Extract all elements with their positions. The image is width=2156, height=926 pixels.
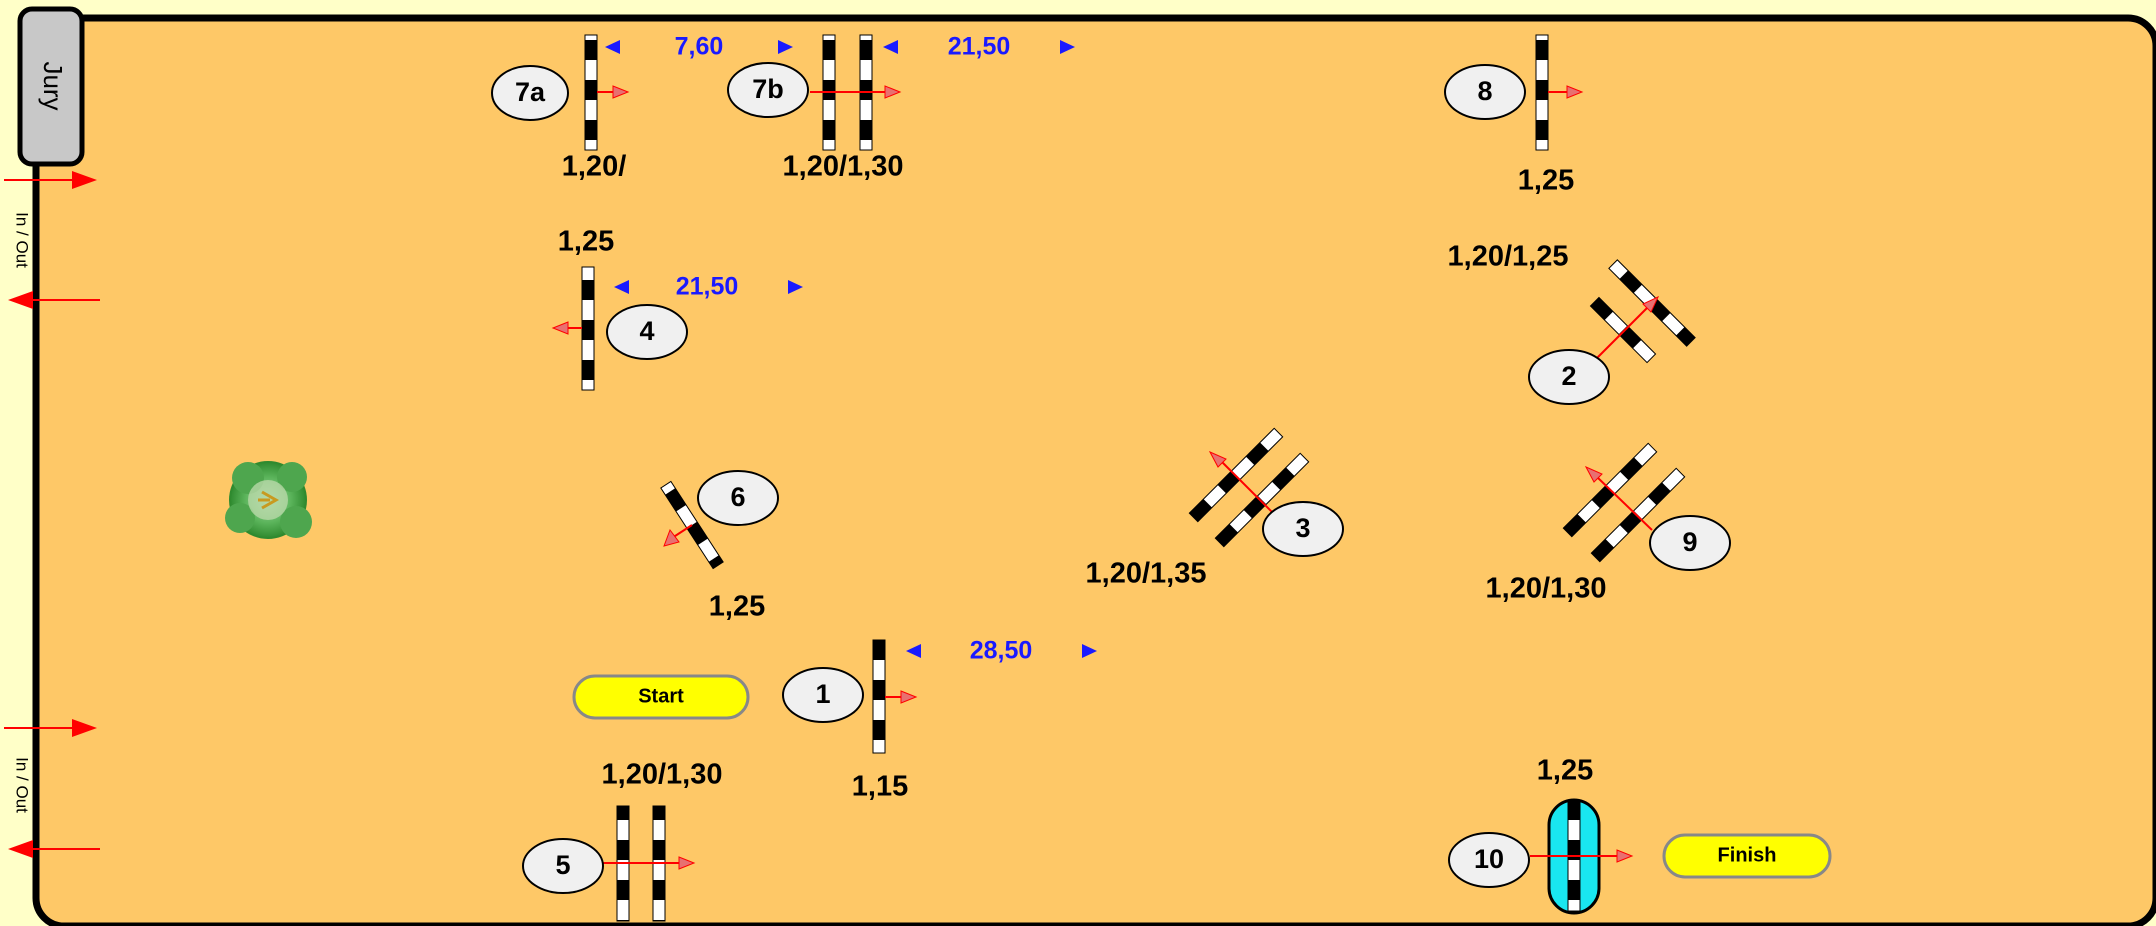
obstacle-number: 1 xyxy=(815,679,830,709)
obstacle-number-badge xyxy=(1262,501,1344,557)
obstacle-height: 1,25 xyxy=(1518,165,1574,197)
distance-marker: 21,50 xyxy=(614,273,803,301)
distance-marker: 21,50 xyxy=(883,33,1075,61)
obstacle-5: 5 1,20/1,30 xyxy=(522,759,723,922)
obstacle-height: 1,20/1,30 xyxy=(602,759,723,791)
obstacle-2: 2 1,20/1,25 xyxy=(1448,241,1696,405)
obstacle-number-badge xyxy=(1528,349,1610,405)
obstacle-height: 1,15 xyxy=(852,771,908,803)
start-label: Start xyxy=(638,685,684,707)
obstacle-7b: 7b 1,20/1,30 xyxy=(727,34,904,183)
obstacle-number: 5 xyxy=(555,850,570,880)
obstacle-1: 1 1,15 xyxy=(782,639,918,803)
obstacle-6: 6 1,25 xyxy=(660,470,779,623)
tree-icon xyxy=(225,461,312,539)
finish-marker: Finish xyxy=(1662,833,1832,879)
obstacle-height: 1,25 xyxy=(558,226,614,258)
obstacle-10: 10 1,25 xyxy=(1448,755,1634,915)
obstacle-number-badge xyxy=(697,470,779,526)
entrance-bottom: In / Out xyxy=(4,719,100,858)
obstacle-height: 1,20/1,35 xyxy=(1086,558,1207,590)
entrance-top: In / Out xyxy=(4,171,100,309)
obstacle-3: 3 1,20/1,35 xyxy=(1086,427,1344,590)
obstacle-number: 10 xyxy=(1474,844,1504,874)
distance-marker: 28,50 xyxy=(906,637,1097,665)
obstacle-7a: 7a 1,20/ xyxy=(491,34,630,183)
distance-marker: 7,60 xyxy=(605,33,793,61)
obstacle-number-badge xyxy=(1448,832,1530,888)
jury-label: Jury xyxy=(38,61,68,110)
obstacle-number-badge xyxy=(491,65,569,121)
obstacle-number-badge xyxy=(1444,64,1526,120)
in-out-label: In / Out xyxy=(13,212,32,268)
obstacle-4: 4 1,25 xyxy=(551,226,688,391)
obstacle-height: 1,20/1,30 xyxy=(783,151,904,183)
obstacle-number-badge xyxy=(606,304,688,360)
start-marker: Start xyxy=(572,674,750,720)
obstacle-number: 3 xyxy=(1295,513,1310,543)
distance-label: 21,50 xyxy=(676,273,739,301)
finish-label: Finish xyxy=(1718,844,1777,866)
obstacle-number: 7a xyxy=(515,77,546,107)
in-out-label: In / Out xyxy=(13,757,32,813)
obstacle-height: 1,20/ xyxy=(562,151,627,183)
jury-box: Jury xyxy=(17,6,85,167)
obstacle-number: 7b xyxy=(752,74,784,104)
obstacle-number-badge xyxy=(1649,515,1731,571)
obstacle-number: 4 xyxy=(639,316,654,346)
distance-label: 7,60 xyxy=(675,33,724,61)
distance-label: 21,50 xyxy=(948,33,1011,61)
obstacle-number-badge xyxy=(782,667,864,723)
obstacle-number: 6 xyxy=(730,482,745,512)
obstacle-height: 1,25 xyxy=(1537,755,1593,787)
obstacle-number: 8 xyxy=(1477,76,1492,106)
distance-label: 28,50 xyxy=(970,637,1033,665)
obstacle-number: 2 xyxy=(1561,361,1576,391)
obstacle-8: 8 1,25 xyxy=(1444,34,1584,197)
obstacle-number: 9 xyxy=(1682,527,1697,557)
obstacle-height: 1,25 xyxy=(709,591,765,623)
obstacle-height: 1,20/1,30 xyxy=(1486,573,1607,605)
obstacle-number-badge xyxy=(522,838,604,894)
obstacle-height: 1,20/1,25 xyxy=(1448,241,1569,273)
obstacle-9: 9 1,20/1,30 xyxy=(1486,442,1731,605)
arena-field xyxy=(32,14,2156,926)
obstacle-number-badge xyxy=(727,62,809,118)
